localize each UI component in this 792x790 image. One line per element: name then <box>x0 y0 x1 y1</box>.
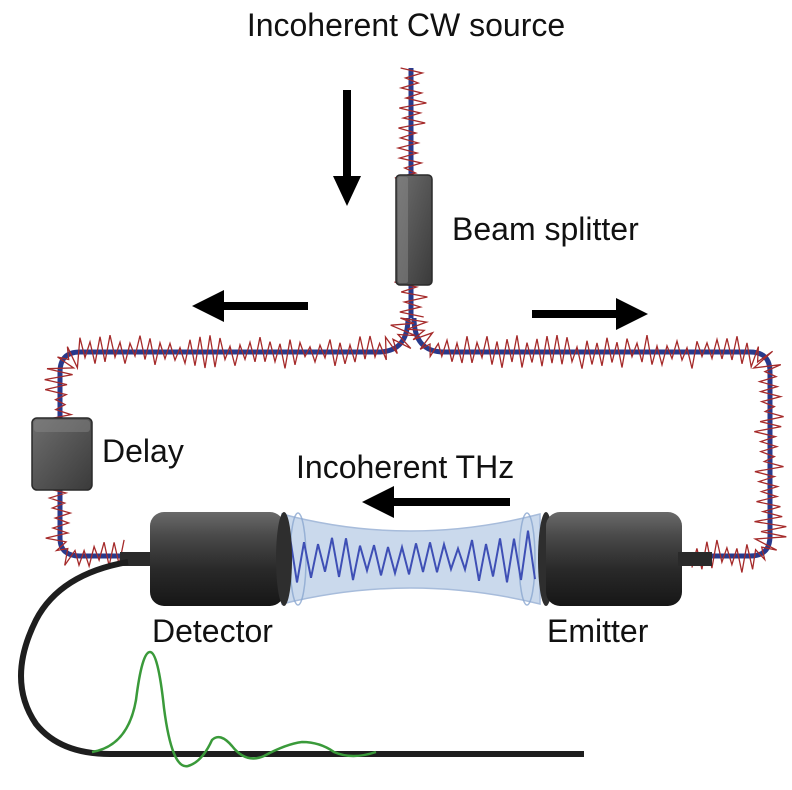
fiber-delay-to-detector <box>57 488 128 559</box>
arrow-right <box>532 298 648 330</box>
noise-spike-trace <box>44 317 416 421</box>
noise-spike-trace <box>44 487 125 569</box>
emitter-device <box>538 512 712 606</box>
thz-label: Incoherent THz <box>296 449 514 485</box>
noise-spike-trace <box>400 317 787 573</box>
thz-beam <box>281 512 541 606</box>
detected-signal-trace <box>91 650 377 768</box>
noise-spike-trace <box>394 67 427 179</box>
emitter-label: Emitter <box>547 613 649 649</box>
detector-cable <box>18 559 584 757</box>
arrow-left <box>192 290 308 322</box>
delay-box <box>31 417 93 491</box>
fiber-left-arm <box>57 317 411 420</box>
beam-splitter-label: Beam splitter <box>452 211 639 247</box>
arrow-down <box>333 90 361 206</box>
detector-device <box>120 512 292 606</box>
beam-splitter <box>395 174 433 286</box>
noise-spike-trace <box>394 281 428 318</box>
arrow-thz-left <box>362 486 510 518</box>
delay-label: Delay <box>102 433 184 469</box>
incoherent-noise-spikes <box>44 67 787 573</box>
thz-waveform <box>289 530 536 583</box>
source-label: Incoherent CW source <box>247 7 565 43</box>
detector-label: Detector <box>152 613 273 649</box>
